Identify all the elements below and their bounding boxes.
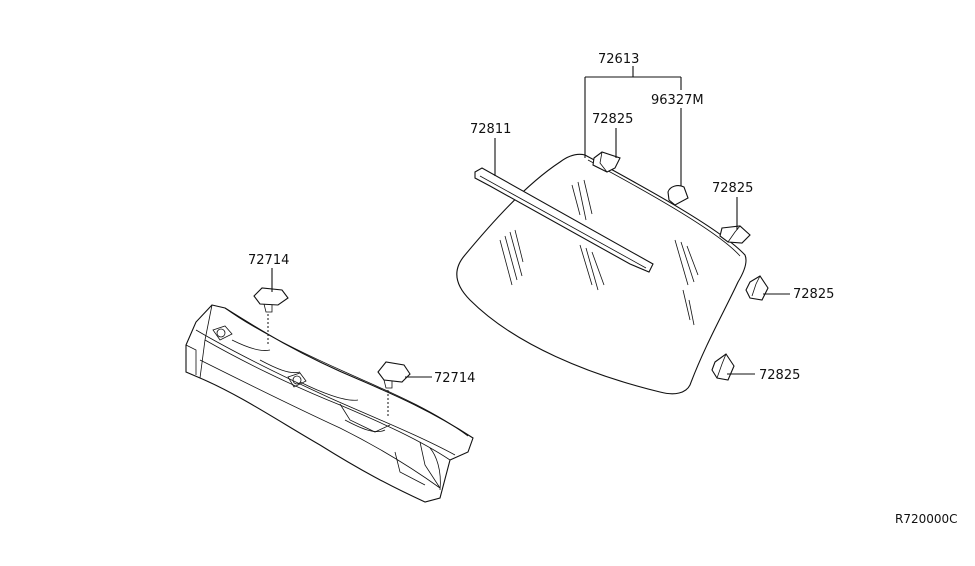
wiper-pivot-right	[292, 375, 302, 385]
cowl-cap-72714-a	[253, 287, 289, 345]
clip-72825-b	[719, 225, 751, 244]
label-72825-d: 72825	[759, 368, 800, 383]
clip-72825-c	[745, 275, 769, 301]
label-72825-c: 72825	[793, 287, 834, 302]
clip-72825-a	[592, 151, 621, 173]
molding-clip-96327m	[667, 185, 689, 206]
clip-72825-d	[711, 353, 735, 381]
label-72825-a: 72825	[592, 112, 633, 127]
label-96327m: 96327M	[651, 93, 704, 108]
label-72714-a: 72714	[248, 253, 289, 268]
windshield-molding-strip	[474, 167, 654, 273]
leader-lines	[271, 66, 790, 378]
cowl-cap-72714-b	[377, 361, 411, 418]
label-72613: 72613	[598, 52, 639, 67]
label-72825-b: 72825	[712, 181, 753, 196]
label-72714-b: 72714	[434, 371, 475, 386]
cowl-top-panel	[185, 304, 474, 503]
glass-reflection	[499, 179, 699, 326]
diagram-code: R720000C	[895, 512, 958, 526]
label-72811: 72811	[470, 122, 511, 137]
wiper-pivot-left	[216, 328, 226, 338]
